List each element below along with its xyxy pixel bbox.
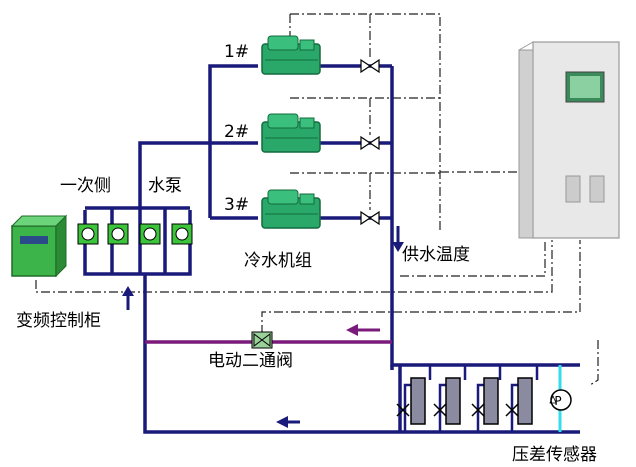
chiller-3-label: 3# bbox=[224, 195, 249, 215]
chiller-3 bbox=[261, 189, 321, 229]
terminal-units bbox=[396, 365, 539, 432]
chiller-2 bbox=[261, 113, 321, 153]
dp-sensor: P bbox=[549, 365, 572, 432]
vfd-cabinet bbox=[10, 214, 68, 278]
water-pipes bbox=[83, 64, 580, 434]
chiller-2-label: 2# bbox=[224, 122, 249, 142]
dp-sensor-label: 压差传感器 bbox=[512, 445, 597, 465]
pump-3 bbox=[139, 223, 161, 245]
terminal-unit-1 bbox=[396, 365, 432, 432]
motor-valve-label: 电动二通阀 bbox=[208, 351, 293, 371]
pump-2 bbox=[107, 223, 129, 245]
chiller-group-label: 冷水机组 bbox=[244, 251, 312, 271]
control-signal-lines bbox=[35, 13, 599, 386]
chiller-1-label: 1# bbox=[224, 42, 249, 62]
pump-4 bbox=[171, 223, 193, 245]
primary-side-label: 一次侧 bbox=[60, 176, 111, 196]
flow-arrows bbox=[122, 226, 404, 428]
vfd-cabinet-label: 变频控制柜 bbox=[16, 311, 101, 331]
terminal-unit-2 bbox=[433, 365, 467, 432]
supply-temp-label: 供水温度 bbox=[402, 245, 470, 265]
primary-pumps bbox=[77, 223, 193, 245]
terminal-unit-4 bbox=[505, 365, 539, 432]
dp-symbol: P bbox=[554, 394, 561, 408]
motor-valve bbox=[251, 331, 273, 349]
chiller-valves bbox=[360, 58, 380, 226]
water-pump-label: 水泵 bbox=[148, 176, 182, 196]
terminal-unit-3 bbox=[471, 365, 502, 432]
pump-1 bbox=[77, 223, 99, 245]
chiller-1 bbox=[261, 35, 321, 75]
control-cabinet bbox=[518, 41, 620, 239]
